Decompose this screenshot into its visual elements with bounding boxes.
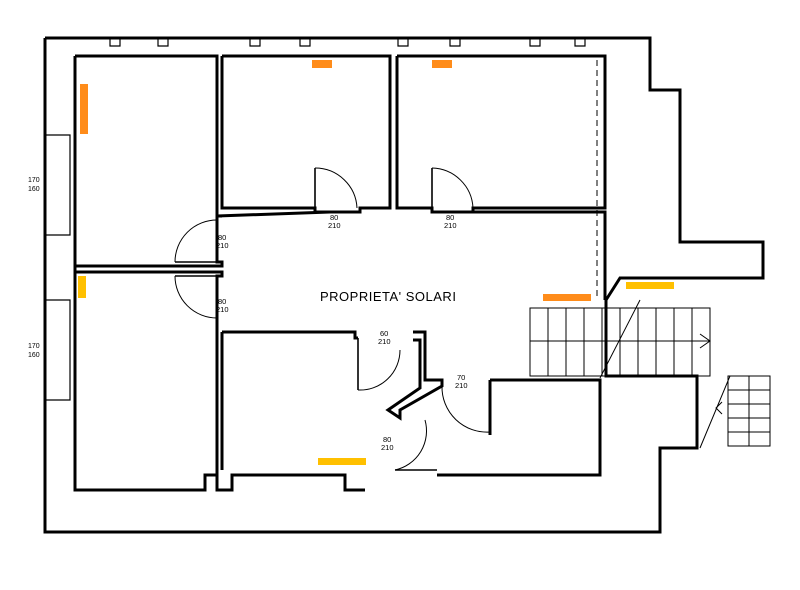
door-dim-top-2: 80 [218,297,226,306]
window-dim-bottom-2: 160 [28,352,40,359]
radiator-2 [78,276,86,298]
door-dim-top-1: 80 [218,233,226,242]
door-dim-bottom-7: 210 [378,337,391,346]
window-dim-bottom-1: 160 [28,186,40,193]
room3-wall [395,54,607,214]
staircase-lower [699,375,771,449]
radiator-7 [318,458,366,465]
door-dim-top-4: 80 [446,213,454,222]
door-dim-top-5: 80 [383,435,391,444]
bathroom-wall [385,330,444,421]
door-dim-bottom-4: 210 [444,221,457,230]
outer-wall [43,36,765,534]
door-dim-bottom-1: 210 [216,241,229,250]
radiator-4 [432,60,452,68]
window-dim-top-2: 170 [28,343,40,350]
radiator-5 [543,294,591,301]
radiator-1 [80,84,88,134]
corridor-left-lower [75,270,224,475]
staircase-upper [529,299,711,379]
door-dim-bottom-5: 210 [381,443,394,452]
inner-left-wall [73,56,365,492]
corridor-top-wall [216,210,331,218]
corridor-bottom-wall [222,330,358,340]
top-windows [109,38,586,47]
door-swings [174,167,491,471]
door-dim-bottom-3: 210 [328,221,341,230]
room1-wall [75,54,222,218]
door-dim-bottom-2: 210 [216,305,229,314]
door-dim-top-7: 60 [380,329,388,338]
radiators [78,60,674,465]
door-dim-top-3: 80 [330,213,338,222]
corridor-top-right [473,210,607,300]
door-dim-bottom-6: 210 [455,381,468,390]
left-windows [45,134,71,401]
corridor-left-upper [75,216,224,268]
lower-room-right [437,378,602,477]
radiator-6 [626,282,674,289]
room2-wall [220,54,392,214]
radiator-3 [312,60,332,68]
window-dim-top-1: 170 [28,177,40,184]
property-label: PROPRIETA' SOLARI [320,289,456,304]
door-dim-top-6: 70 [457,373,465,382]
